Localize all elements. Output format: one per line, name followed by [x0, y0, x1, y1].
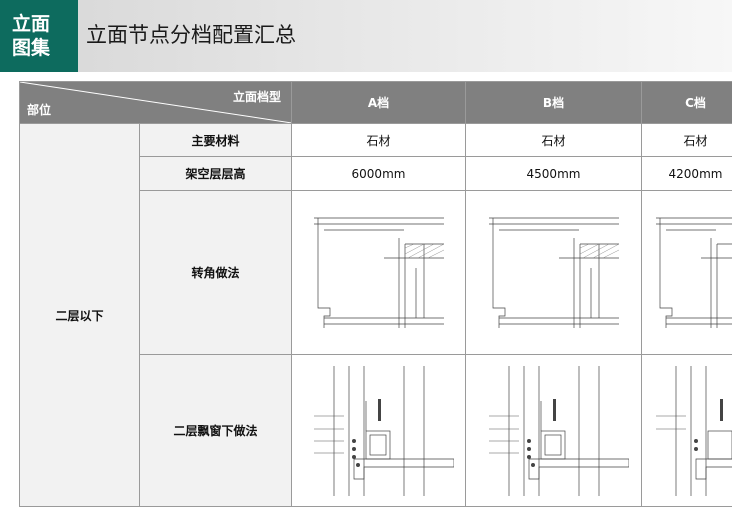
- row-label-bay-window: 二层飘窗下做法: [139, 354, 292, 507]
- corner-drawing: [488, 217, 619, 328]
- bay-window-drawing: [313, 365, 454, 496]
- corner-drawing-b: [465, 190, 642, 355]
- bay-drawing-b: [465, 354, 642, 507]
- config-table: 立面档型 部位 A档 B档 C档 二层以下 主要材料 石材 石材 石材 架空层层…: [19, 81, 732, 507]
- corner-drawing-a: [291, 190, 466, 355]
- corner-diagonal: [20, 82, 291, 123]
- column-header-b: B档: [465, 81, 642, 124]
- corner-cell: 立面档型 部位: [19, 81, 292, 124]
- page-title: 立面节点分档配置汇总: [86, 23, 296, 47]
- row-label-corner: 转角做法: [139, 190, 292, 355]
- material-b: 石材: [465, 123, 642, 157]
- bay-window-drawing: [655, 365, 732, 496]
- column-header-c: C档: [641, 81, 732, 124]
- corner-header-type: 立面档型: [232, 90, 281, 104]
- column-header-a: A档: [291, 81, 466, 124]
- row-label-height: 架空层层高: [139, 156, 292, 191]
- height-c: 4200mm: [641, 156, 732, 191]
- row-label-material: 主要材料: [139, 123, 292, 157]
- height-a: 6000mm: [291, 156, 466, 191]
- section-badge: 立面 图集: [0, 0, 78, 72]
- badge-line-2: 图集: [12, 37, 51, 59]
- corner-drawing: [655, 217, 732, 328]
- corner-header-part: 部位: [27, 103, 52, 117]
- bay-drawing-a: [291, 354, 466, 507]
- bay-window-drawing: [488, 365, 629, 496]
- badge-line-1: 立面: [12, 13, 51, 35]
- corner-drawing: [313, 217, 444, 328]
- material-a: 石材: [291, 123, 466, 157]
- height-b: 4500mm: [465, 156, 642, 191]
- material-c: 石材: [641, 123, 732, 157]
- corner-drawing-c: [641, 190, 732, 355]
- page-header: 立面 图集 立面节点分档配置汇总: [0, 0, 732, 72]
- region-cell: 二层以下: [19, 123, 140, 507]
- bay-drawing-c: [641, 354, 732, 507]
